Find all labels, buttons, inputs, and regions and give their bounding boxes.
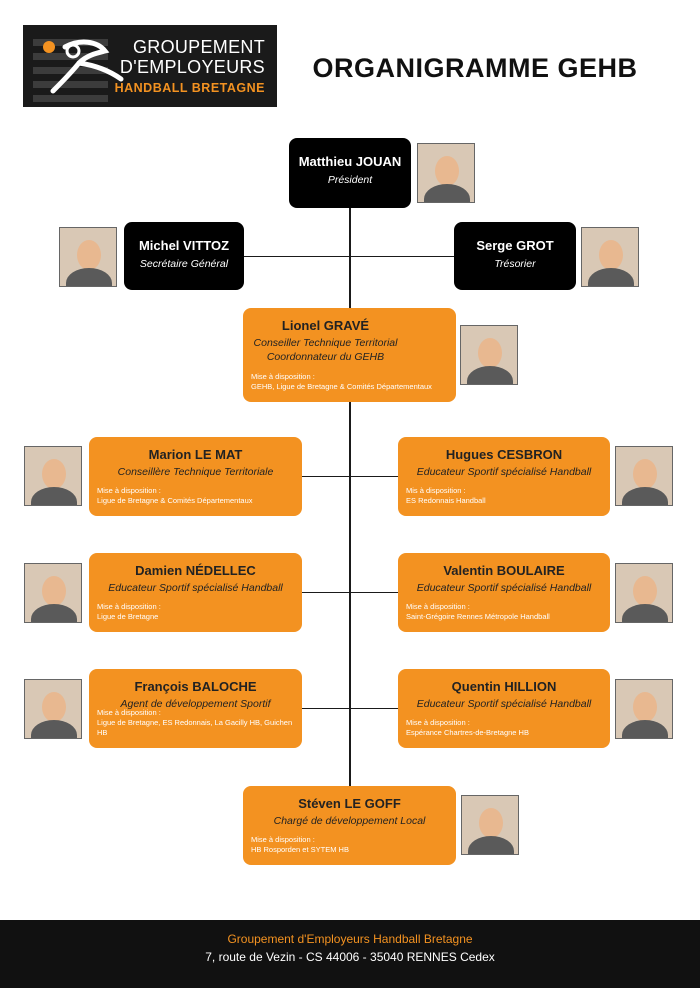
connector-horizontal [243,256,455,257]
person-name: Damien NÉDELLEC [135,563,256,578]
person-photo [59,227,117,287]
assignment-value: HB Rosporden et SYTEM HB [251,845,349,854]
person-name: Valentin BOULAIRE [443,563,565,578]
person-photo [615,446,673,506]
assignment-label: Mis à disposition : [406,486,466,495]
person-name: Hugues CESBRON [445,447,563,462]
connector-vertical [349,206,351,786]
gehb-logo: GROUPEMENT D'EMPLOYEURS HANDBALL BRETAGN… [23,25,277,107]
person-role: Educateur Sportif spécialisé Handball [108,582,283,594]
person-role: Educateur Sportif spécialisé Handball [416,582,592,594]
org-box-employee: François BALOCHE Agent de développement … [89,669,302,748]
role-line-1: Conseiller Technique Territorial [253,337,398,349]
assignment-value: Ligue de Bretagne & Comités Départementa… [97,496,253,505]
logo-line-2: D'EMPLOYEURS [119,57,265,77]
org-box-coordinator: Lionel GRAVÉ Conseiller Technique Territ… [243,308,456,402]
assignment-value: Ligue de Bretagne, ES Redonnais, La Gaci… [97,718,293,737]
person-name: Michel VITTOZ [138,238,230,253]
assignment-info: Mis à disposition : ES Redonnais Handbal… [406,486,486,506]
org-box-president: Matthieu JOUAN Président [289,138,411,208]
footer-address: 7, route de Vezin - CS 44006 - 35040 REN… [205,950,495,964]
logo-stripe [33,81,108,88]
footer-organization: Groupement d'Employeurs Handball Bretagn… [227,932,473,946]
assignment-label: Mise à disposition : [406,602,470,611]
assignment-value: GEHB, Ligue de Bretagne & Comités Départ… [251,382,432,391]
assignment-value: Espérance Chartres-de-Bretagne HB [406,728,529,737]
page-title: ORGANIGRAMME GEHB [312,53,638,83]
person-name: Marion LE MAT [148,447,243,462]
person-photo [460,325,518,385]
person-role: Conseillère Technique Territoriale [117,466,274,478]
handball-player-icon [43,39,124,94]
person-photo [24,563,82,623]
assignment-info: Mise à disposition : Ligue de Bretagne [97,602,161,622]
assignment-value: Saint-Grégoire Rennes Métropole Handball [406,612,550,621]
assignment-label: Mise à disposition : [97,708,161,717]
person-role: Secrétaire Général [139,258,229,270]
footer: Groupement d'Employeurs Handball Bretagn… [0,920,700,988]
person-photo [581,227,639,287]
person-photo [24,679,82,739]
logo-line-3: HANDBALL BRETAGNE [114,81,265,95]
assignment-value: Ligue de Bretagne [97,612,159,621]
logo-line-1: GROUPEMENT [132,37,265,57]
connector-horizontal [301,708,399,709]
role-line-2: Coordonnateur du GEHB [266,351,385,363]
person-role: Educateur Sportif spécialisé Handball [416,466,592,478]
person-name: François BALOCHE [134,679,257,694]
person-role: Trésorier [494,258,536,270]
org-box-employee: Valentin BOULAIRE Educateur Sportif spéc… [398,553,610,632]
person-name: Stéven LE GOFF [298,796,401,811]
assignment-info: Mise à disposition : Espérance Chartres-… [406,718,529,738]
person-name: Lionel GRAVÉ [281,318,370,333]
logo-stripe [33,95,108,102]
org-box-employee: Quentin HILLION Educateur Sportif spécia… [398,669,610,748]
person-role: Président [327,174,373,186]
person-name: Serge GROT [476,238,554,253]
assignment-label: Mise à disposition : [97,486,161,495]
assignment-info: Mise à disposition : Ligue de Bretagne &… [97,486,253,506]
person-role: Educateur Sportif spécialisé Handball [416,698,592,710]
person-role: Conseiller Technique Territorial Coordon… [243,336,408,364]
org-box-employee: Stéven LE GOFF Chargé de développement L… [243,786,456,865]
assignment-label: Mise à disposition : [406,718,470,727]
assignment-info: Mise à disposition : Saint-Grégoire Renn… [406,602,550,622]
org-box-employee: Hugues CESBRON Educateur Sportif spécial… [398,437,610,516]
connector-horizontal [301,476,399,477]
connector-horizontal [301,592,399,593]
org-box-employee: Damien NÉDELLEC Educateur Sportif spécia… [89,553,302,632]
assignment-info: Mise à disposition : Ligue de Bretagne, … [97,708,302,738]
person-photo [24,446,82,506]
person-name: Matthieu JOUAN [298,154,402,169]
assignment-info: Mise à disposition : GEHB, Ligue de Bret… [251,372,432,392]
person-role: Agent de développement Sportif [120,698,271,710]
person-photo [461,795,519,855]
org-box-secretary: Michel VITTOZ Secrétaire Général [124,222,244,290]
person-photo [417,143,475,203]
assignment-label: Mise à disposition : [97,602,161,611]
person-role: Chargé de développement Local [273,815,426,827]
org-box-treasurer: Serge GROT Trésorier [454,222,576,290]
assignment-value: ES Redonnais Handball [406,496,486,505]
person-photo [615,563,673,623]
person-photo [615,679,673,739]
assignment-label: Mise à disposition : [251,835,315,844]
org-box-employee: Marion LE MAT Conseillère Technique Terr… [89,437,302,516]
assignment-info: Mise à disposition : HB Rosporden et SYT… [251,835,349,855]
assignment-label: Mise à disposition : [251,372,315,381]
person-name: Quentin HILLION [451,679,557,694]
